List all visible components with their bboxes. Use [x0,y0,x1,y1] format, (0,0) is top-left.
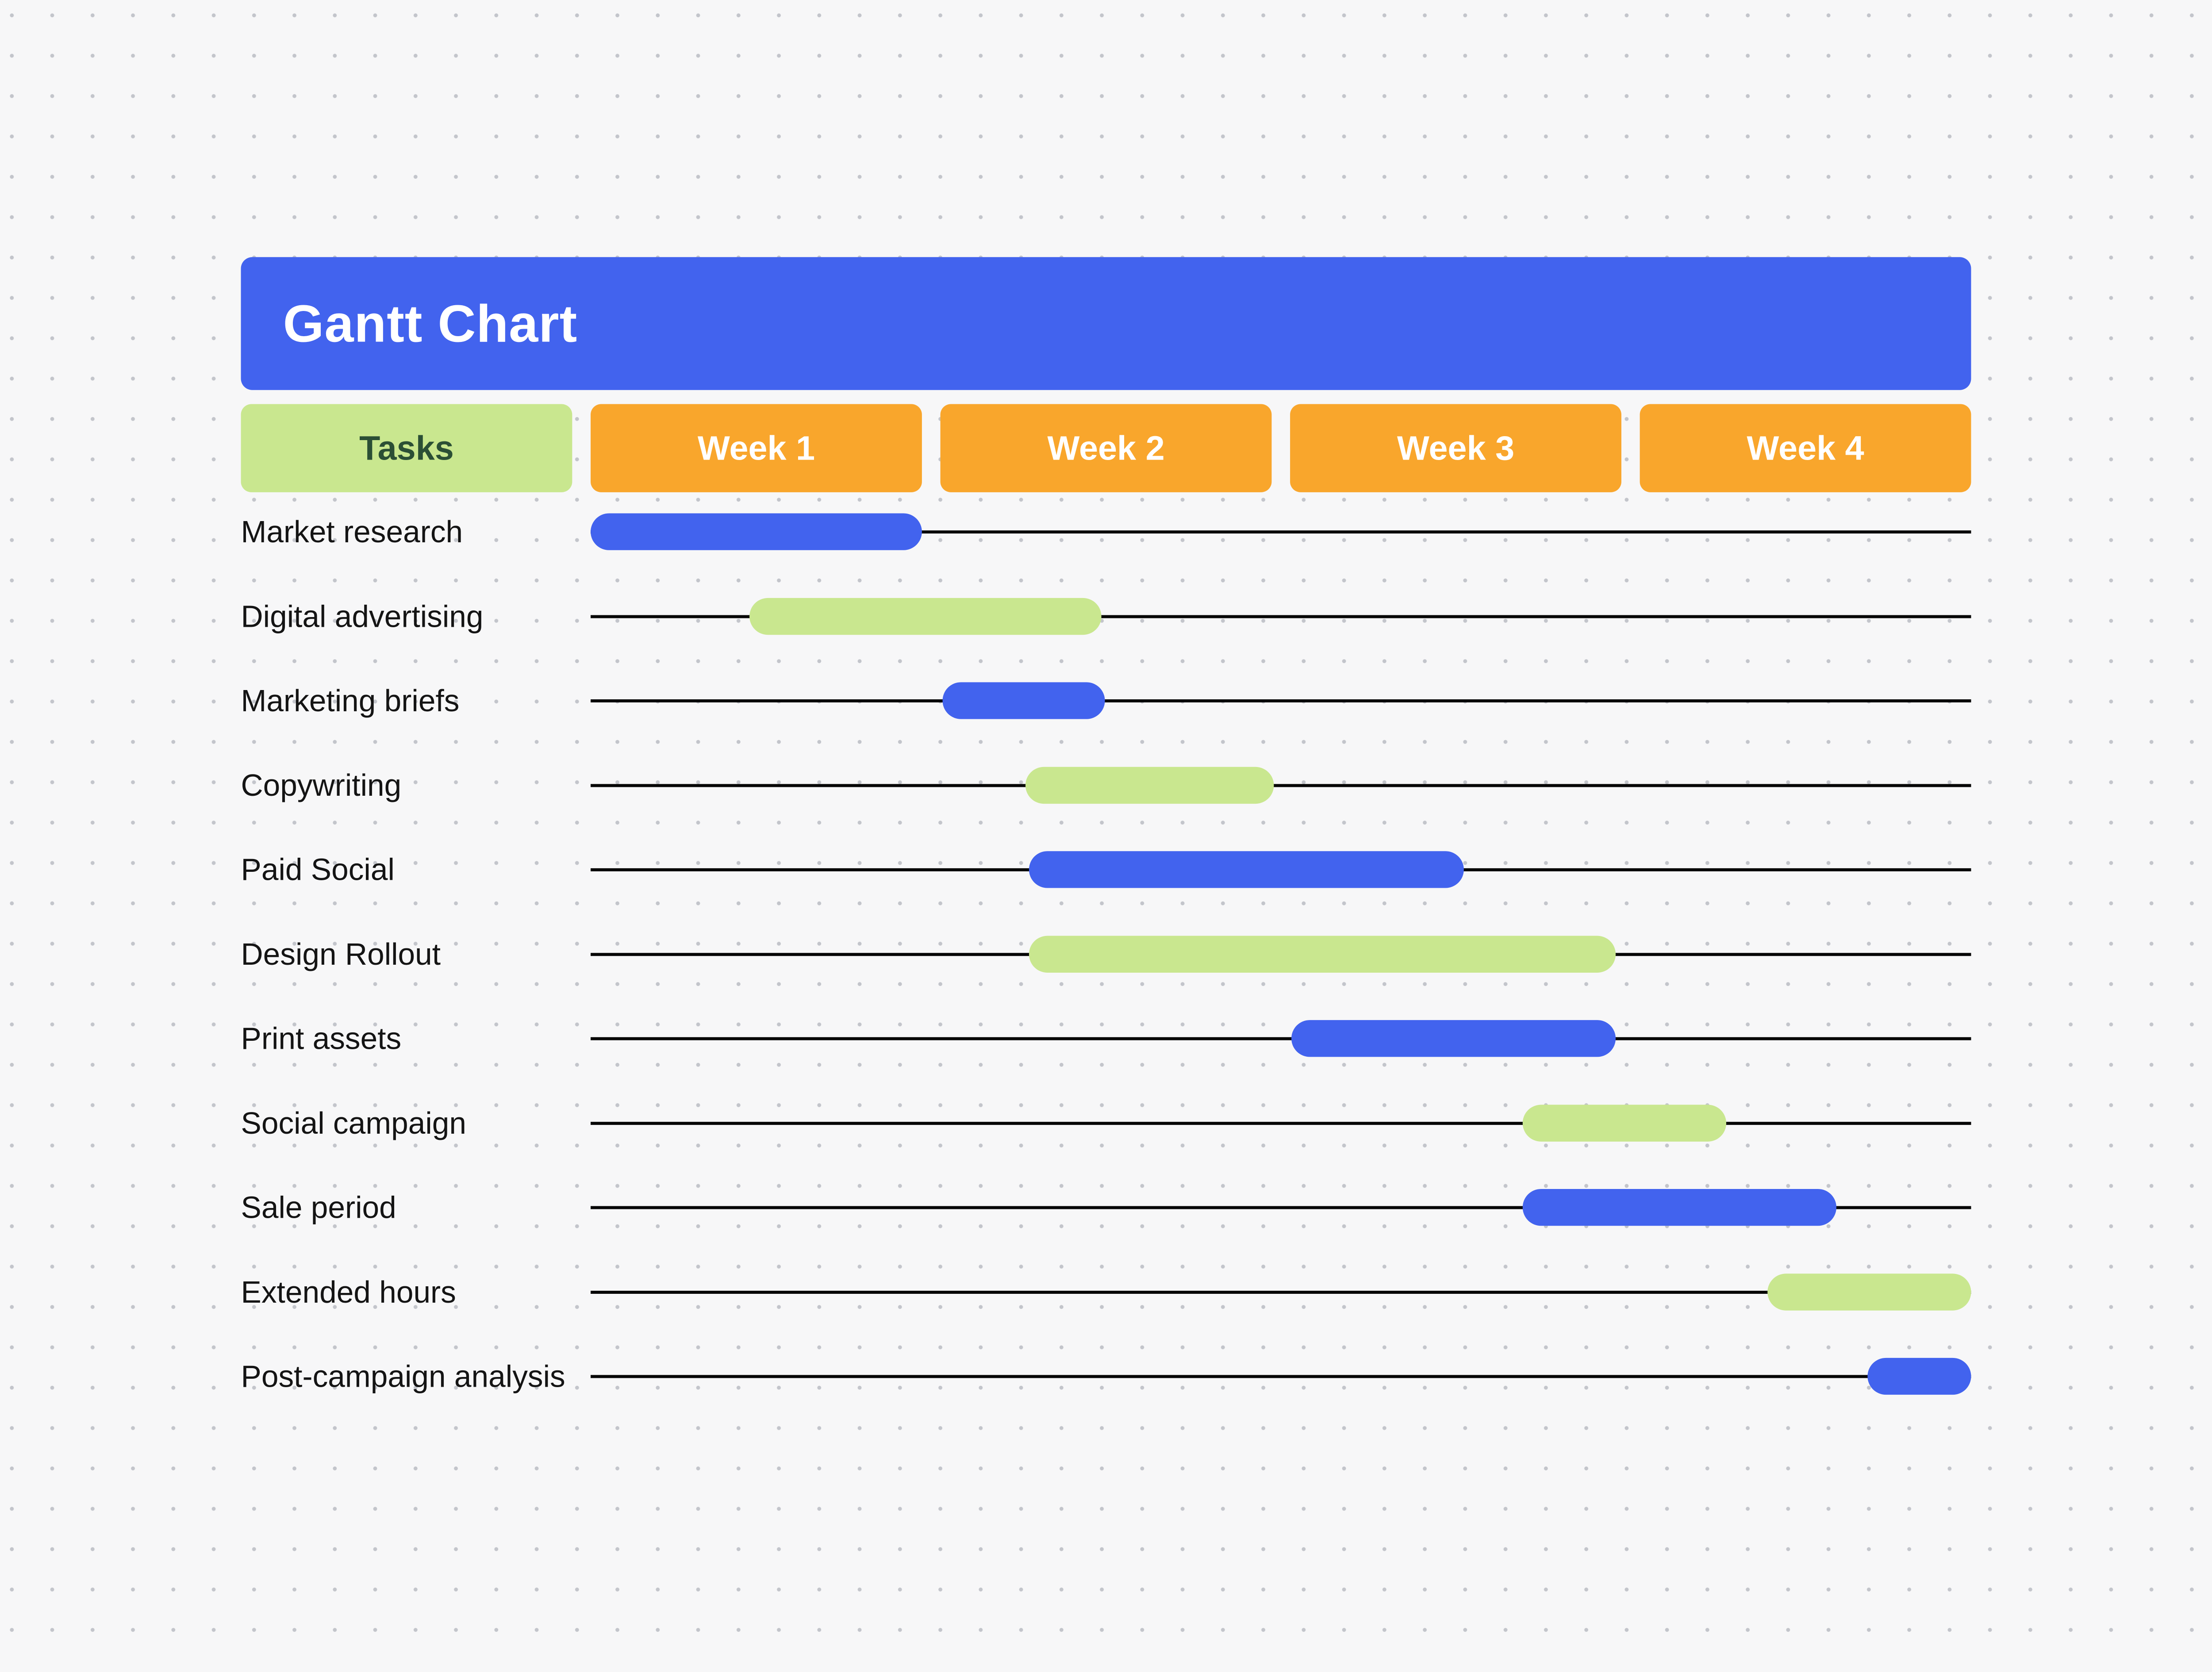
task-label-digital-advertising: Digital advertising [241,599,484,634]
timeline-line-digital-advertising [591,615,1971,618]
gantt-bar-paid-social [1029,851,1464,888]
timeline-line-extended-hours [591,1290,1971,1294]
gantt-bar-print-assets [1291,1020,1616,1057]
task-label-sale-period: Sale period [241,1190,396,1225]
task-label-design-rollout: Design Rollout [241,937,441,971]
header-col-tasks: Tasks [241,404,572,492]
timeline-line-market-research [591,530,1971,533]
page-title: Gantt Chart [283,294,578,353]
gantt-bar-marketing-briefs [942,682,1105,719]
chart-title-bar: Gantt Chart [241,257,1971,390]
gantt-bar-post-campaign-analysis [1867,1358,1971,1395]
timeline-line-sale-period [591,1206,1971,1209]
task-label-social-campaign: Social campaign [241,1106,466,1140]
gantt-bar-design-rollout [1029,936,1616,973]
gantt-bar-copywriting [1025,767,1274,804]
timeline-line-social-campaign [591,1121,1971,1125]
task-label-copywriting: Copywriting [241,768,402,803]
task-label-print-assets: Print assets [241,1021,402,1056]
timeline-line-copywriting [591,783,1971,787]
gantt-bar-sale-period [1522,1189,1837,1226]
task-label-market-research: Market research [241,514,463,549]
gantt-bar-digital-advertising [749,598,1102,635]
gantt-bar-extended-hours [1767,1273,1971,1311]
gantt-bar-social-campaign [1522,1104,1726,1142]
task-label-marketing-briefs: Marketing briefs [241,683,460,718]
task-label-post-campaign-analysis: Post-campaign analysis [241,1359,565,1394]
timeline-line-post-campaign-analysis [591,1375,1971,1378]
timeline-line-print-assets [591,1037,1971,1040]
task-label-paid-social: Paid Social [241,852,395,887]
gantt-bar-market-research [591,513,922,550]
header-col-week-2: Week 2 [940,404,1272,492]
header-col-week-1: Week 1 [591,404,922,492]
header-col-week-3: Week 3 [1290,404,1621,492]
task-label-extended-hours: Extended hours [241,1275,456,1309]
timeline-line-marketing-briefs [591,699,1971,702]
header-col-week-4: Week 4 [1640,404,1971,492]
